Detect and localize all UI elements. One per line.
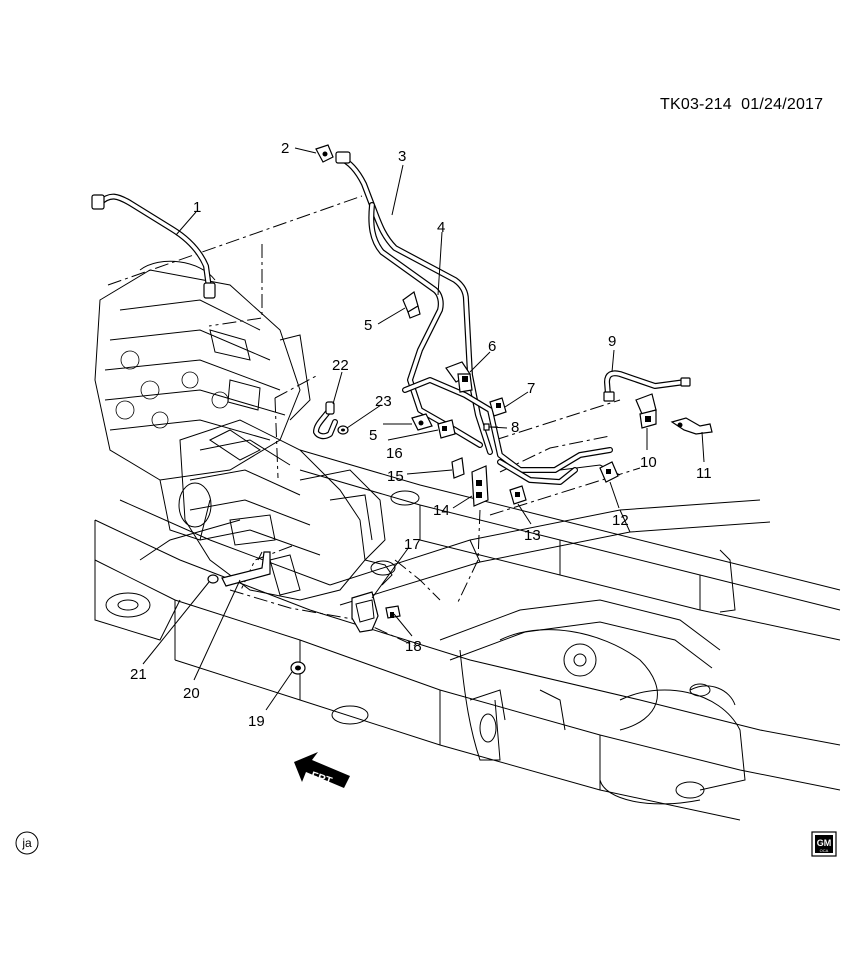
front-direction-arrow: FRT <box>294 752 350 788</box>
gm-logo: GM OCA <box>811 831 837 857</box>
callout-23: 23 <box>375 393 392 410</box>
callout-6: 6 <box>488 338 496 355</box>
part-1-tube <box>91 193 216 299</box>
part-5-bracket-lower <box>411 413 433 431</box>
callout-5-lower: 5 <box>369 427 377 444</box>
part-6-clip <box>445 361 473 393</box>
callout-17: 17 <box>404 536 421 553</box>
callout-18: 18 <box>405 638 422 655</box>
callout-2: 2 <box>281 140 289 157</box>
part-16-clip <box>437 419 456 439</box>
part-3-pipe <box>335 151 493 455</box>
vehicle-frame <box>94 449 841 821</box>
gm-logo-text: GM <box>817 838 832 848</box>
callout-12: 12 <box>612 512 629 529</box>
callout-10: 10 <box>640 454 657 471</box>
part-4-pipe <box>402 377 613 485</box>
callout-1: 1 <box>193 199 201 216</box>
callout-7: 7 <box>527 380 535 397</box>
part-9-line <box>603 370 691 402</box>
part-15-clip <box>451 457 465 479</box>
reference-code: TK03-214 <box>660 96 732 113</box>
callout-20: 20 <box>183 685 200 702</box>
part-17-bracket <box>351 591 379 633</box>
callout-19: 19 <box>248 713 265 730</box>
artist-initials: ja <box>21 836 32 850</box>
reference-code-date: TK03-214 01/24/2017 <box>660 96 823 114</box>
part-10-bracket <box>635 393 657 429</box>
part-19-nut <box>290 661 306 675</box>
callout-labels: 1 2 3 4 5 5 6 7 8 9 10 11 12 13 14 15 16… <box>130 140 712 730</box>
leader-lines <box>142 147 705 711</box>
part-12-clip <box>599 461 619 483</box>
callout-3: 3 <box>398 148 406 165</box>
callout-11: 11 <box>696 465 712 482</box>
artist-initials-badge: ja <box>15 831 39 855</box>
part-18-bolt <box>385 605 401 619</box>
transmission-assembly <box>179 419 396 601</box>
callout-9: 9 <box>608 333 616 350</box>
part-2-clip <box>315 144 334 163</box>
part-7-connector <box>489 397 507 417</box>
part-14-bracket <box>471 465 489 507</box>
callout-22: 22 <box>332 357 349 374</box>
callout-4: 4 <box>437 219 445 236</box>
callout-21: 21 <box>130 666 147 683</box>
callout-16: 16 <box>386 445 403 462</box>
part-21-bolt <box>207 574 219 584</box>
callout-14: 14 <box>433 502 450 519</box>
part-23-bolt <box>337 425 349 435</box>
engine-assembly <box>94 260 311 541</box>
diagram-date: 01/24/2017 <box>741 96 824 113</box>
gm-logo-subtext: OCA <box>820 848 829 853</box>
callout-15: 15 <box>387 468 404 485</box>
callout-13: 13 <box>524 527 541 544</box>
part-22-fitting <box>313 401 338 440</box>
part-13-clip <box>509 485 527 505</box>
part-5-bracket-upper <box>402 291 421 319</box>
callout-8: 8 <box>511 419 519 436</box>
part-20-strap <box>221 551 271 587</box>
callout-5-upper: 5 <box>364 317 372 334</box>
part-11-sensor <box>670 417 713 435</box>
